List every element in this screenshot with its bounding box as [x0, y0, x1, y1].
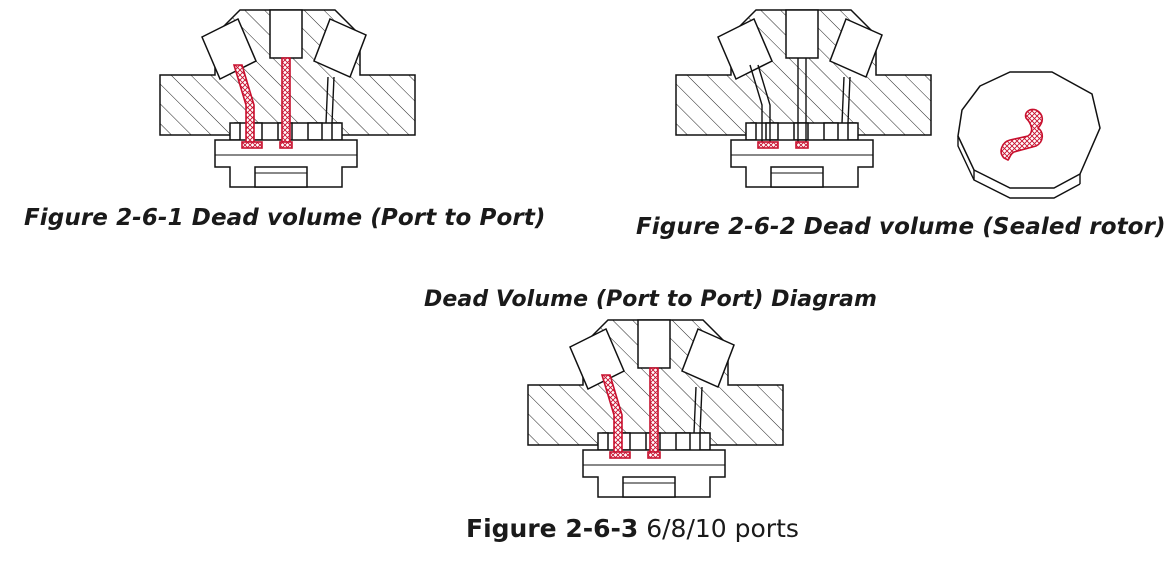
- dead-volume-channel-center: [649, 367, 659, 456]
- dead-volume-port-center: [795, 141, 809, 149]
- figure-2-6-2-caption: Figure 2-6-2 Dead volume (Sealed rotor): [636, 214, 1166, 240]
- dead-volume-port-left: [241, 141, 263, 149]
- figure-2-6-3-caption-number: Figure 2-6-3: [466, 514, 639, 543]
- sealed-rotor-groove: [1000, 108, 1044, 161]
- figure-2-6-1-caption: Figure 2-6-1 Dead volume (Port to Port): [24, 205, 546, 231]
- figure-2-6-1-diagram: [159, 9, 416, 188]
- figure-2-6-2-diagram: [675, 9, 932, 188]
- dead-volume-port-left: [609, 451, 631, 459]
- dead-volume-port-center: [279, 141, 293, 149]
- figure-2-6-3-caption-text: 6/8/10 ports: [638, 514, 799, 543]
- dead-volume-port-center: [647, 451, 661, 459]
- figure-2-6-3-caption: Figure 2-6-3 6/8/10 ports: [466, 514, 799, 543]
- figure-2-6-3-diagram: [527, 319, 784, 498]
- dead-volume-port-left: [757, 141, 779, 149]
- dead-volume-channel-center: [281, 57, 291, 146]
- dead-volume-diagram-heading: Dead Volume (Port to Port) Diagram: [424, 287, 878, 312]
- sealed-rotor-disc: [957, 71, 1101, 199]
